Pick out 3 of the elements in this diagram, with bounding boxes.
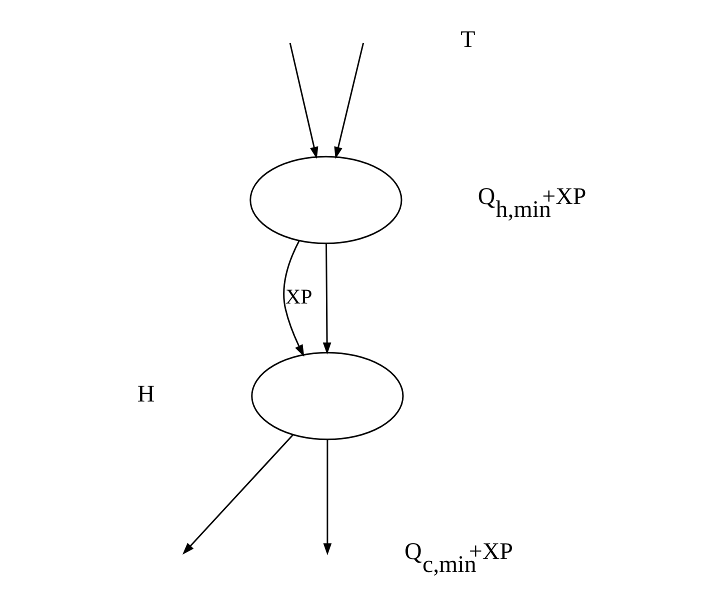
- label: H: [136, 382, 154, 408]
- edge-label: XP: [285, 284, 312, 309]
- label: T: [460, 27, 475, 54]
